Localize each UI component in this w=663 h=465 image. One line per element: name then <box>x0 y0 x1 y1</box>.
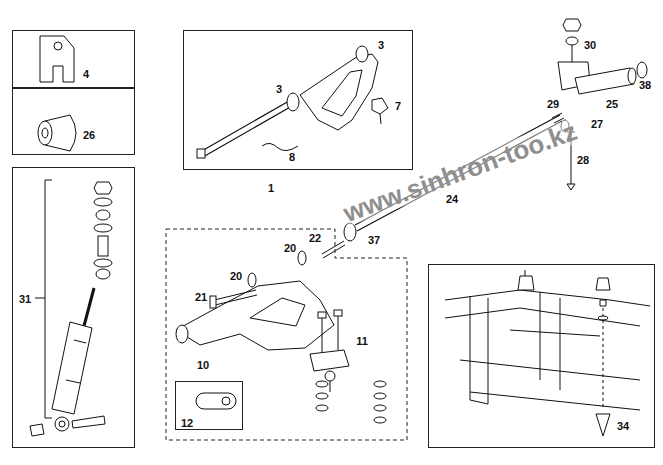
dashed-outline <box>165 228 408 441</box>
callout-number: 27 <box>590 119 604 130</box>
callout-number: 20 <box>283 243 297 254</box>
group-frame: 33781 <box>183 30 413 170</box>
callout-number: 25 <box>605 99 619 110</box>
callout-number: 3 <box>377 40 385 51</box>
callout-number: 37 <box>367 235 381 246</box>
watermark: www.sinhron-too.kz <box>340 118 580 227</box>
callout-number: 1 <box>267 183 275 194</box>
callout-number: 10 <box>196 360 210 371</box>
callout-number: 26 <box>82 130 96 141</box>
callout-number: 3 <box>275 84 283 95</box>
callout-number: 22 <box>308 233 322 244</box>
callout-number: 21 <box>194 292 208 303</box>
group-frame: 31 <box>12 167 135 448</box>
callout-number: 12 <box>180 418 194 429</box>
group-frame: 34 <box>428 264 655 448</box>
callout-number: 4 <box>82 69 90 80</box>
callout-number: 8 <box>288 152 296 163</box>
callout-number: 24 <box>445 194 459 205</box>
callout-number: 38 <box>638 80 652 91</box>
callout-number: 34 <box>616 421 630 432</box>
callout-number: 11 <box>355 336 369 347</box>
callout-number: 28 <box>576 155 590 166</box>
dashed-group-frame: 22 20 20 21 11 10 12 <box>165 228 408 441</box>
group-frame: 12 <box>175 381 243 430</box>
group-frame: 4 <box>12 30 135 88</box>
callout-number: 20 <box>229 271 243 282</box>
callout-number: 7 <box>394 101 402 112</box>
callout-number: 31 <box>18 294 32 305</box>
group-frame: 26 <box>12 88 135 155</box>
callout-number: 30 <box>583 40 597 51</box>
callout-number: 29 <box>546 99 560 110</box>
